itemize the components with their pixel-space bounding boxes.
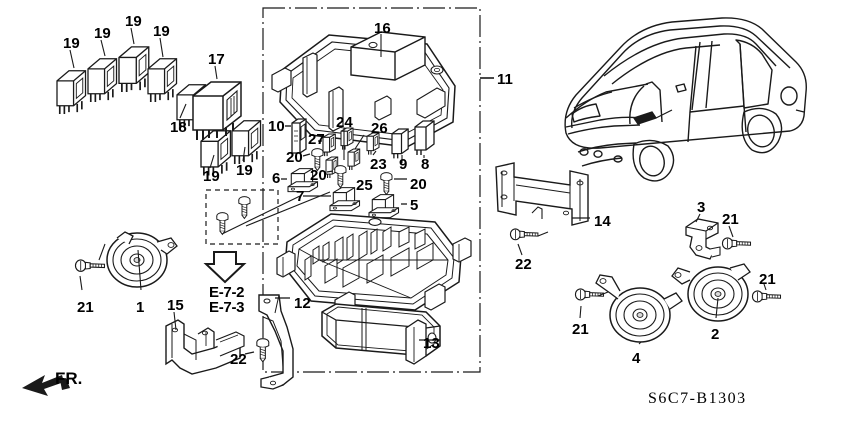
part-label-5: 5 bbox=[410, 197, 419, 214]
diagram-code: S6C7-B1303 bbox=[648, 390, 747, 407]
part-label-19-a: 19 bbox=[63, 35, 80, 52]
front-orientation-label: FR. bbox=[55, 369, 83, 388]
part-label-21-b: 21 bbox=[722, 211, 739, 228]
part-label-13: 13 bbox=[423, 335, 440, 352]
part-label-19-c: 19 bbox=[125, 13, 142, 30]
part-label-7: 7 bbox=[296, 188, 305, 205]
part-label-4: 4 bbox=[632, 350, 641, 367]
part-label-21-c: 21 bbox=[759, 271, 776, 288]
part-label-6: 6 bbox=[272, 170, 281, 187]
part-label-1: 1 bbox=[136, 299, 145, 316]
part-label-23: 23 bbox=[370, 156, 387, 173]
part-label-2: 2 bbox=[711, 326, 720, 343]
part-label-24: 24 bbox=[336, 114, 353, 131]
part-label-21-d: 21 bbox=[572, 321, 589, 338]
part-label-20-b: 20 bbox=[310, 167, 327, 184]
part-label-15: 15 bbox=[167, 297, 184, 314]
part-label-3: 3 bbox=[697, 199, 706, 216]
part-label-12: 12 bbox=[294, 295, 311, 312]
part-label-25: 25 bbox=[356, 177, 373, 194]
part-label-26: 26 bbox=[371, 120, 388, 137]
part-label-10: 10 bbox=[268, 118, 285, 135]
part-label-19-d: 19 bbox=[153, 23, 170, 40]
part-label-22-a: 22 bbox=[230, 351, 247, 368]
part-label-8: 8 bbox=[421, 156, 430, 173]
reference-callout-e-7-3: E-7-3 bbox=[209, 299, 245, 316]
part-label-21-a: 21 bbox=[77, 299, 94, 316]
part-label-17: 17 bbox=[208, 51, 225, 68]
part-label-22-b: 22 bbox=[515, 256, 532, 273]
reference-callout-e-7-2: E-7-2 bbox=[209, 284, 245, 301]
part-label-19-e: 19 bbox=[203, 168, 220, 185]
part-label-11: 11 bbox=[497, 71, 513, 88]
part-label-16: 16 bbox=[374, 20, 391, 37]
part-label-19-f: 19 bbox=[236, 162, 253, 179]
part-label-20-a: 20 bbox=[286, 149, 303, 166]
part-label-20-c: 20 bbox=[410, 176, 427, 193]
part-label-27: 27 bbox=[308, 131, 325, 148]
part-label-14: 14 bbox=[594, 213, 611, 230]
part-label-18: 18 bbox=[170, 119, 187, 136]
fr-arrow-glyph bbox=[22, 375, 70, 396]
part-label-9: 9 bbox=[399, 156, 408, 173]
part-label-19-b: 19 bbox=[94, 25, 111, 42]
